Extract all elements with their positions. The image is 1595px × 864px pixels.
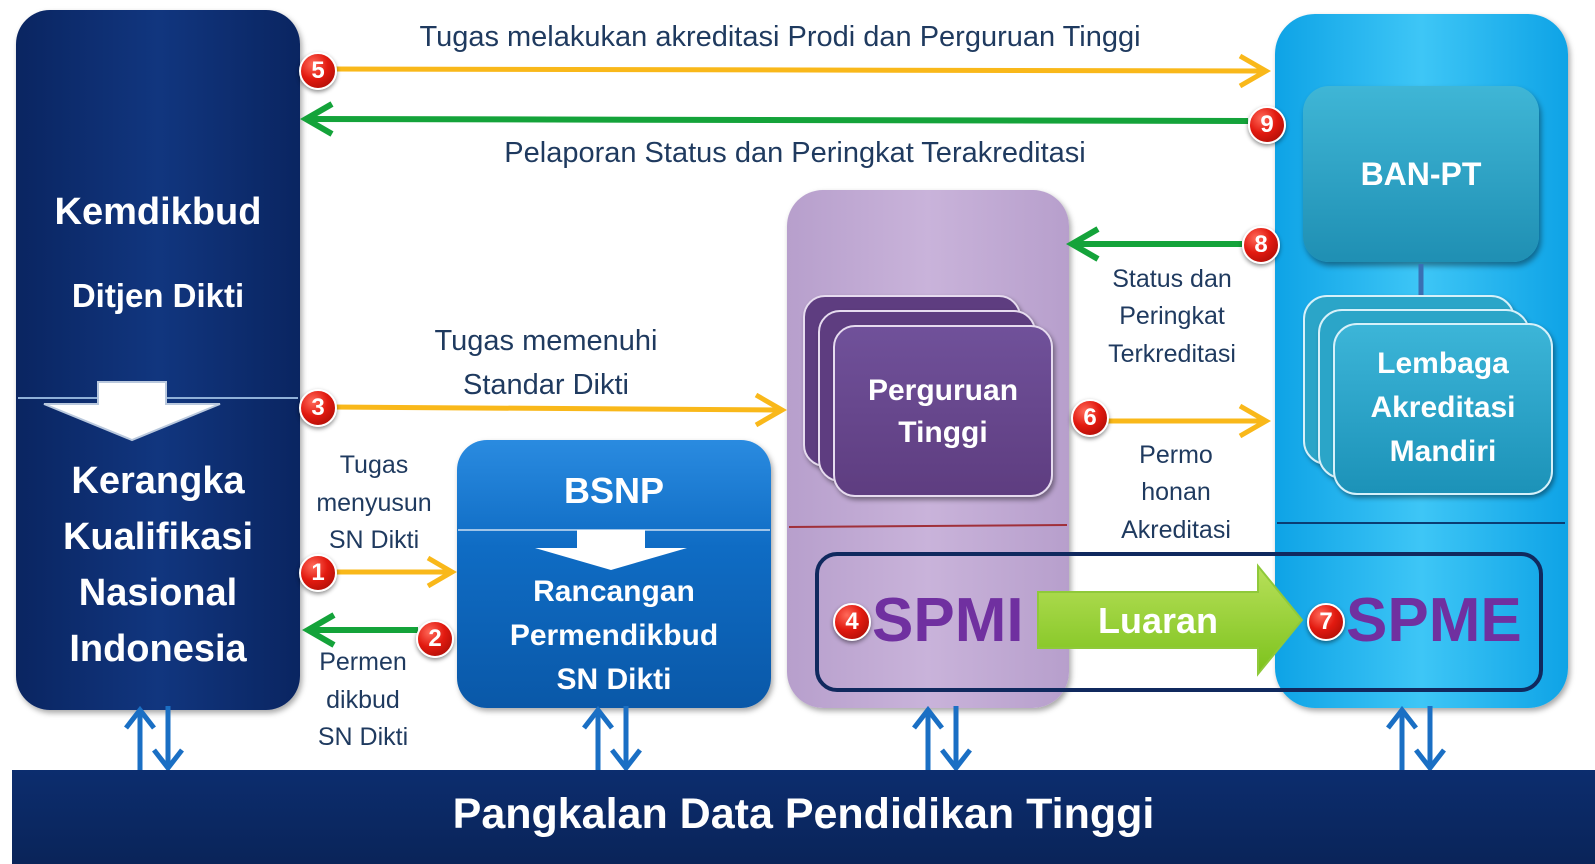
ban-pt-card <box>1303 86 1539 262</box>
badge-5: 5 <box>299 52 337 90</box>
ditjen-dikti-label: Ditjen Dikti <box>71 277 245 314</box>
lam-line-2: Akreditasi <box>1370 391 1516 424</box>
pddikti-bar <box>12 770 1595 864</box>
kkni-line-3: Nasional <box>78 572 238 614</box>
bsnp-title: BSNP <box>563 470 665 511</box>
luaran-arrow <box>1037 563 1304 677</box>
flow-1-text-line-2: menyusun <box>316 489 432 517</box>
flow-1-text-line-3: SN Dikti <box>328 526 420 554</box>
spmi-label: SPMI <box>872 586 1024 655</box>
flow-5-text: Tugas melakukan akreditasi Prodi dan Per… <box>419 21 1141 53</box>
arrow-9-reporting <box>299 101 1249 137</box>
sync-arrows-icon <box>124 705 184 773</box>
flow-6-text-line-2: honan <box>1141 478 1211 506</box>
flow-3-text-line-1: Tugas memenuhi <box>434 325 658 357</box>
badge-1: 1 <box>299 554 337 592</box>
flow-2-text-line-1: Permen <box>319 648 407 676</box>
arrow-2-permendikbud <box>301 612 418 648</box>
flow-8-text-line-3: Terkreditasi <box>1108 340 1236 368</box>
lam-card-front <box>1333 323 1553 495</box>
flow-9-text: Pelaporan Status dan Peringkat Terakredi… <box>504 137 1086 169</box>
badge-9: 9 <box>1248 106 1286 144</box>
bsnp-panel <box>457 440 771 708</box>
down-arrow-icon <box>43 381 221 442</box>
arrow-8-status <box>1065 226 1242 262</box>
badge-8: 8 <box>1242 226 1280 264</box>
flow-6-text-line-3: Akreditasi <box>1121 516 1231 544</box>
kemdikbud-title: Kemdikbud <box>54 191 262 233</box>
ban-pt-divider <box>1277 522 1565 524</box>
flow-2-text-line-3: SN Dikti <box>317 723 409 751</box>
badge-7: 7 <box>1307 603 1345 641</box>
flow-8-text-line-2: Peringkat <box>1119 302 1225 330</box>
arrow-5-akreditasi-task <box>331 53 1272 89</box>
pt-card-front <box>833 325 1053 497</box>
pddikti-label: Pangkalan Data Pendidikan Tinggi <box>452 790 1155 838</box>
tinggi-label: Tinggi <box>898 416 988 449</box>
flow-6-text-line-1: Permo <box>1139 441 1213 469</box>
kemdikbud-panel <box>16 10 300 710</box>
flow-8-text-line-1: Status dan <box>1112 265 1232 293</box>
sync-arrows-icon <box>912 705 972 773</box>
kkni-line-1: Kerangka <box>71 460 245 502</box>
spme-label: SPME <box>1346 586 1522 655</box>
arrow-1-menyusun <box>334 555 457 589</box>
flow-2-text-line-2: dikbud <box>326 686 400 714</box>
quality-system-frame <box>815 552 1543 692</box>
rancangan-line-2: Permendikbud <box>509 619 719 652</box>
flow-3-text-line-2: Standar Dikti <box>462 369 629 401</box>
ban-pt-title: BAN-PT <box>1360 156 1482 192</box>
badge-2: 2 <box>416 620 454 658</box>
luaran-label: Luaran <box>1097 600 1219 641</box>
arrow-3-standar-task <box>331 392 788 428</box>
rancangan-line-1: Rancangan <box>533 575 695 608</box>
sync-arrows-icon <box>582 705 642 773</box>
sync-arrows-icon <box>1386 705 1446 773</box>
lam-line-3: Mandiri <box>1389 435 1497 468</box>
kkni-line-2: Kualifikasi <box>62 516 254 558</box>
badge-6: 6 <box>1071 399 1109 437</box>
perguruan-label: Perguruan <box>867 374 1019 407</box>
badge-4: 4 <box>833 603 871 641</box>
flow-1-text-line-1: Tugas <box>339 451 409 479</box>
arrow-6-permohonan <box>1104 403 1272 439</box>
kkni-line-4: Indonesia <box>69 628 247 670</box>
rancangan-line-3: SN Dikti <box>556 663 672 696</box>
badge-3: 3 <box>299 389 337 427</box>
down-arrow-icon <box>535 530 687 570</box>
lam-line-1: Lembaga <box>1377 347 1509 380</box>
